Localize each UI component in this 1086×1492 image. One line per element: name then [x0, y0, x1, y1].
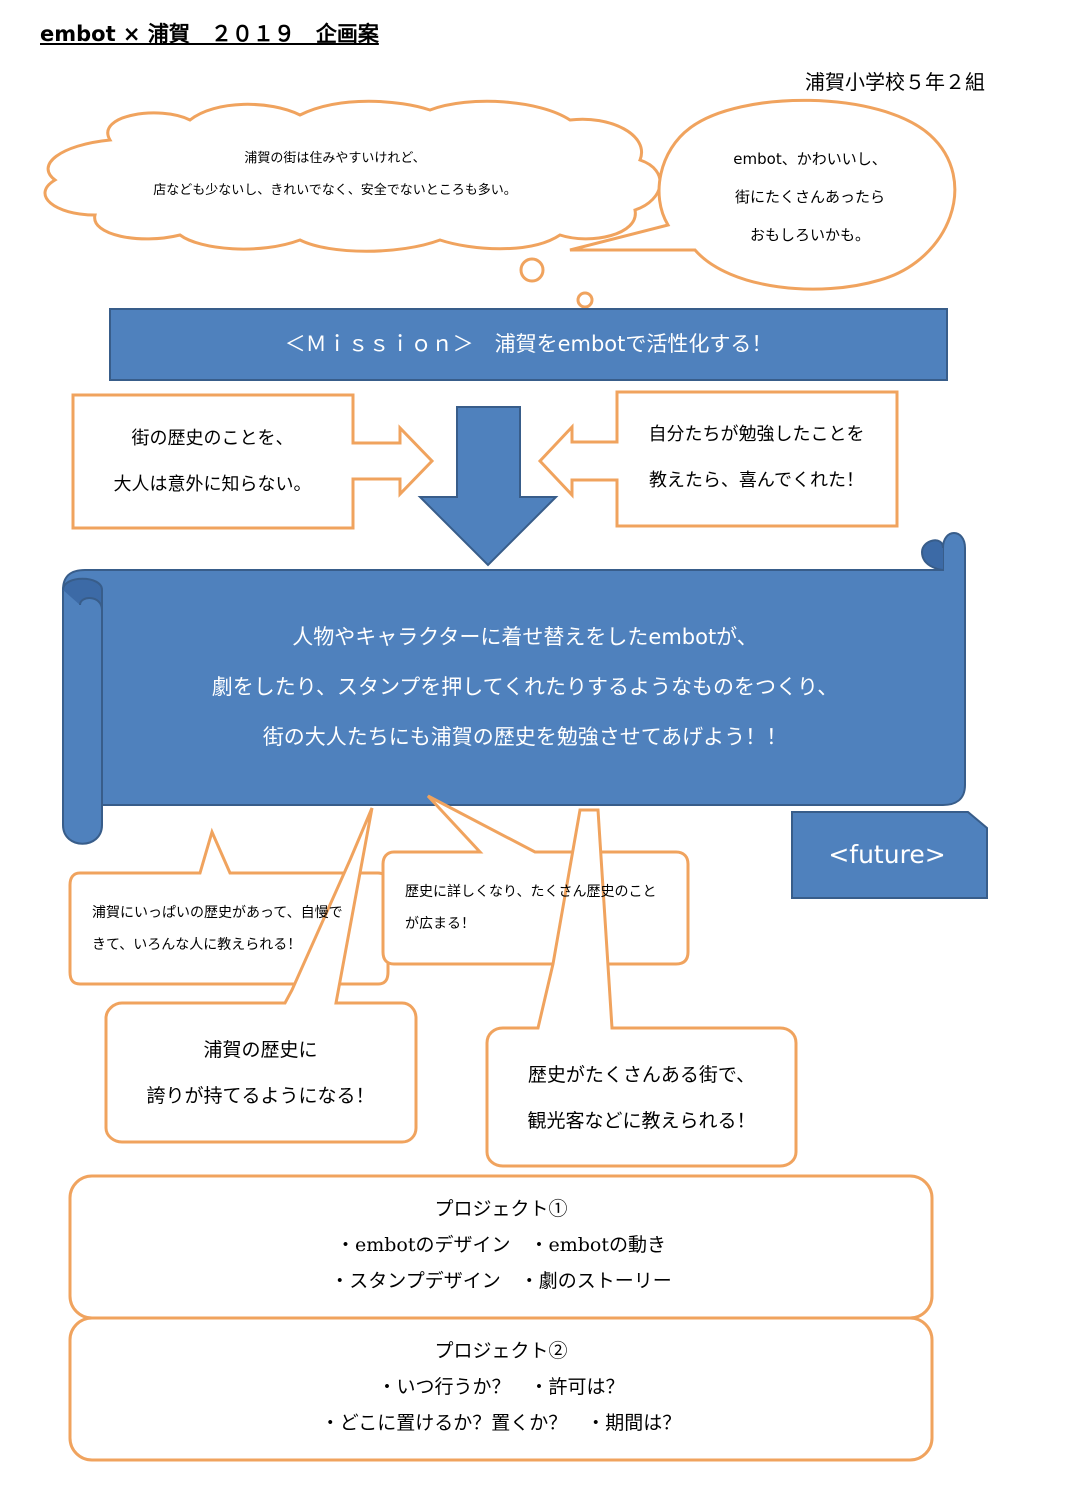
- project-title: プロジェクト①: [434, 1198, 568, 1220]
- thought-dot-medium: [576, 291, 594, 309]
- callout-1-text: 浦賀にいっぱいの歴史があって、自慢で きて、いろんな人に教えられる！: [92, 897, 382, 961]
- bubble-right-text: embot、かわいいし、 街にたくさんあったら おもしろいかも。: [690, 140, 930, 254]
- class-name: 浦賀小学校５年２組: [805, 70, 985, 94]
- cloud-line: 浦賀の街は住みやすいけれど、: [244, 151, 426, 166]
- scroll-text: 人物やキャラクターに着せ替えをしたembotが、 劇をしたり、スタンプを押してく…: [105, 612, 945, 762]
- arrow-left-line: 街の歴史のことを、: [131, 428, 294, 449]
- future-label: <future>: [828, 840, 946, 869]
- mission-text: ＜Ｍｉｓｓｉｏｎ＞ 浦賀をembotで活性化する！: [284, 332, 773, 356]
- project-line: ・embotのデザイン ・embotの動き: [336, 1234, 666, 1256]
- cloud-text: 浦賀の街は住みやすいけれど、 店なども少ないし、きれいでなく、安全でないところも…: [120, 143, 550, 207]
- bubble-line: embot、かわいいし、: [733, 150, 887, 168]
- project-line: ・どこに置けるか？置くか？ ・期間は？: [320, 1412, 682, 1434]
- project-2-box: [68, 1316, 934, 1462]
- project-title: プロジェクト②: [434, 1340, 568, 1362]
- scroll-line: 人物やキャラクターに着せ替えをしたembotが、: [292, 625, 758, 649]
- callout-line: 浦賀の歴史に: [203, 1039, 318, 1061]
- callout-4-text: 歴史がたくさんある街で、 観光客などに教えられる！: [489, 1052, 794, 1144]
- arrow-left-text: 街の歴史のことを、 大人は意外に知らない。: [75, 416, 350, 508]
- callout-line: 歴史に詳しくなり、たくさん歴史のこと: [405, 884, 657, 900]
- down-arrow: [417, 406, 559, 567]
- project-1-text: プロジェクト① ・embotのデザイン ・embotの動き ・スタンプデザイン …: [70, 1191, 932, 1299]
- project-line: ・いつ行うか？ ・許可は？: [377, 1376, 625, 1398]
- callout-line: 浦賀にいっぱいの歴史があって、自慢で: [92, 905, 343, 921]
- callout-2-shape: [381, 794, 690, 966]
- future-box: [791, 811, 988, 899]
- cloud-line: 店なども少ないし、きれいでなく、安全でないところも多い。: [153, 183, 517, 198]
- callout-3-text: 浦賀の歴史に 誇りが持てるようになる！: [108, 1027, 413, 1119]
- document-title: embot × 浦賀 ２０１９ 企画案: [40, 22, 379, 46]
- arrow-right-line: 教えたら、喜んでくれた！: [648, 470, 865, 491]
- project-line: ・スタンプデザイン ・劇のストーリー: [330, 1270, 672, 1292]
- scroll-banner: [62, 532, 966, 845]
- arrow-callout-right: [537, 390, 899, 528]
- callout-line: が広まる！: [405, 916, 475, 932]
- callout-line: 歴史がたくさんある街で、: [527, 1064, 756, 1086]
- callout-2-text: 歴史に詳しくなり、たくさん歴史のこと が広まる！: [405, 876, 685, 940]
- mission-banner: [109, 308, 948, 381]
- callout-line: きて、いろんな人に教えられる！: [92, 937, 302, 953]
- arrow-left-line: 大人は意外に知らない。: [113, 474, 312, 495]
- callout-3-shape: [104, 807, 418, 1144]
- callout-line: 誇りが持てるようになる！: [146, 1085, 375, 1107]
- callout-4-shape: [485, 808, 798, 1168]
- project-2-text: プロジェクト② ・いつ行うか？ ・許可は？ ・どこに置けるか？置くか？ ・期間は…: [70, 1333, 932, 1441]
- speech-bubble-right: [569, 98, 957, 291]
- scroll-line: 街の大人たちにも浦賀の歴史を勉強させてあげよう！！: [262, 725, 788, 749]
- arrow-right-text: 自分たちが勉強したことを 教えたら、喜んでくれた！: [619, 412, 894, 504]
- bubble-line: 街にたくさんあったら: [734, 188, 885, 206]
- arrow-callout-left: [71, 393, 435, 530]
- bubble-line: おもしろいかも。: [749, 226, 870, 244]
- scroll-line: 劇をしたり、スタンプを押してくれたりするようなものをつくり、: [211, 675, 839, 699]
- thought-dot-large: [519, 257, 545, 283]
- callout-line: 観光客などに教えられる！: [527, 1110, 756, 1132]
- arrow-right-line: 自分たちが勉強したことを: [648, 424, 865, 445]
- thought-cloud: [43, 99, 662, 253]
